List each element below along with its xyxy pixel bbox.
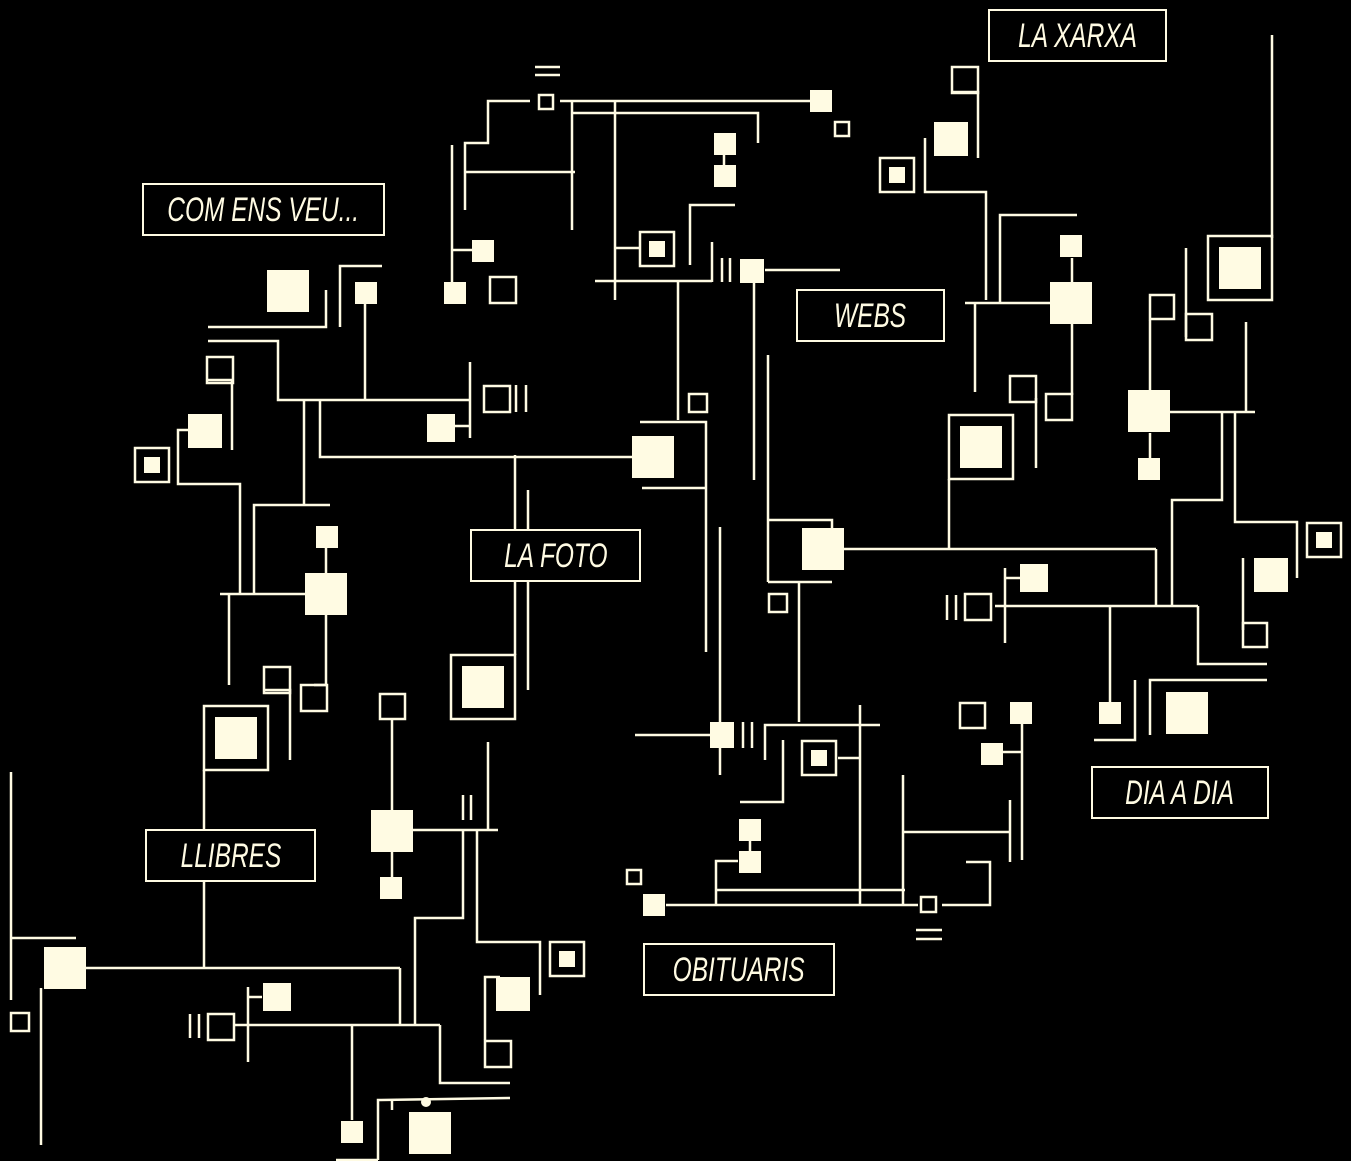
nav-obituaris-label: OBITUARIS (673, 950, 805, 989)
nav-dia-a-dia-label: DIA A DIA (1125, 773, 1235, 812)
nav-la-xarxa-label: LA XARXA (1018, 16, 1137, 55)
nav-la-xarxa[interactable]: LA XARXA (988, 9, 1167, 62)
nav-la-foto[interactable]: LA FOTO (470, 529, 641, 582)
nav-llibres[interactable]: LLIBRES (145, 829, 316, 882)
nav-la-foto-label: LA FOTO (503, 536, 608, 575)
nav-llibres-label: LLIBRES (180, 836, 281, 875)
nav-webs-label: WEBS (834, 296, 907, 335)
nav-com-ens-veu-label: COM ENS VEU... (167, 190, 360, 229)
nav-obituaris[interactable]: OBITUARIS (643, 943, 835, 996)
nav-com-ens-veu[interactable]: COM ENS VEU... (142, 183, 385, 236)
nav-webs[interactable]: WEBS (796, 289, 945, 342)
nav-dia-a-dia[interactable]: DIA A DIA (1091, 766, 1269, 819)
